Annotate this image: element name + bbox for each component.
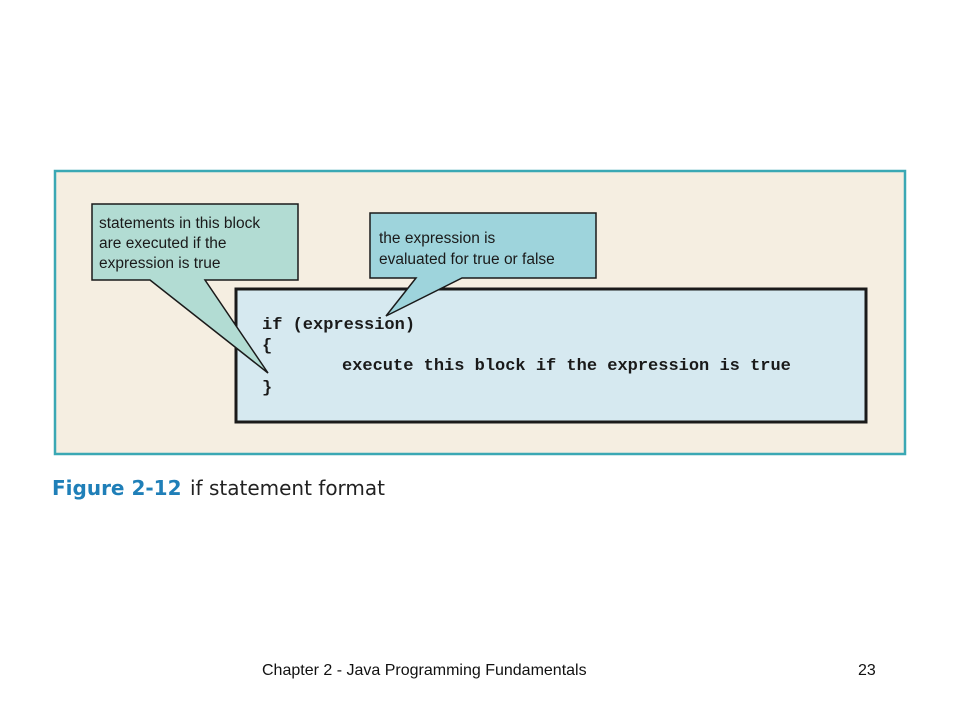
callout-expression: the expression is evaluated for true or … [369,212,597,317]
callout-block-bubble [91,203,299,374]
figure-title: if statement format [190,476,386,500]
code-line-body: execute this block if the expression is … [342,357,791,376]
callout-block-line-3: expression is true [99,255,220,272]
code-box [234,287,868,424]
callout-expression-bubble [369,212,597,317]
code-line-open-brace: { [262,337,272,356]
figure-number: Figure 2-12 [52,476,182,500]
slide-page-number: 23 [858,662,876,679]
callout-block: statements in this block are executed if… [91,203,299,374]
slide-footer: Chapter 2 - Java Programming Fundamental… [262,662,587,679]
callout-expression-line-2: evaluated for true or false [379,251,555,268]
callout-block-line-1: statements in this block [99,215,260,232]
code-line-close-brace: } [262,379,272,398]
callout-block-line-2: are executed if the [99,235,227,252]
callout-expression-line-1: the expression is [379,230,496,247]
code-line-if: if (expression) [262,316,415,335]
figure-caption: Figure 2-12 if statement format [52,476,385,500]
